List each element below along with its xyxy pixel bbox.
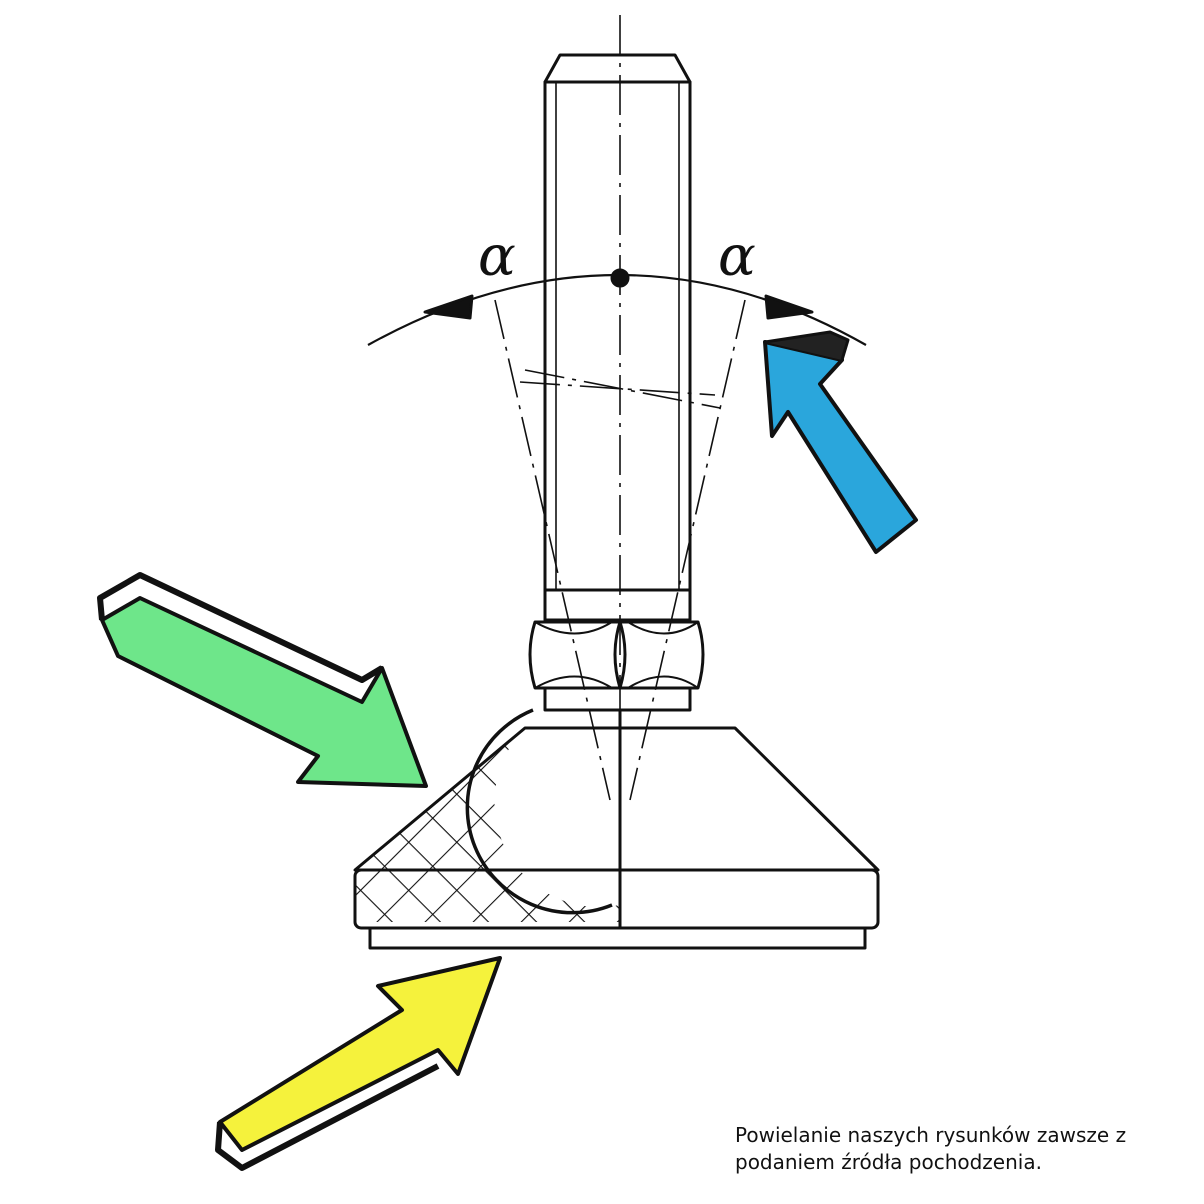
tilt-lines bbox=[494, 299, 746, 801]
base-pad bbox=[353, 708, 880, 950]
angle-label-right: α bbox=[718, 224, 756, 289]
yellow-arrow-icon bbox=[218, 956, 502, 1152]
threaded-stud bbox=[543, 53, 692, 622]
crosshatch-section bbox=[355, 728, 620, 922]
copyright-line-1: Powielanie naszych rysunków zawsze z bbox=[735, 1123, 1127, 1147]
pivot-point bbox=[610, 268, 630, 288]
arrowhead-right-icon bbox=[764, 294, 814, 320]
angle-label-left: α bbox=[478, 224, 516, 289]
arrowhead-left-icon bbox=[423, 294, 474, 320]
hex-nut bbox=[528, 620, 705, 690]
stud-neck bbox=[543, 686, 692, 712]
copyright-note: Powielanie naszych rysunków zawsze z pod… bbox=[735, 1122, 1195, 1176]
blue-arrow-icon bbox=[763, 340, 918, 554]
green-arrow-icon bbox=[100, 596, 428, 788]
copyright-line-2: podaniem źródła pochodzenia. bbox=[735, 1150, 1042, 1174]
ball-joint bbox=[465, 708, 613, 915]
